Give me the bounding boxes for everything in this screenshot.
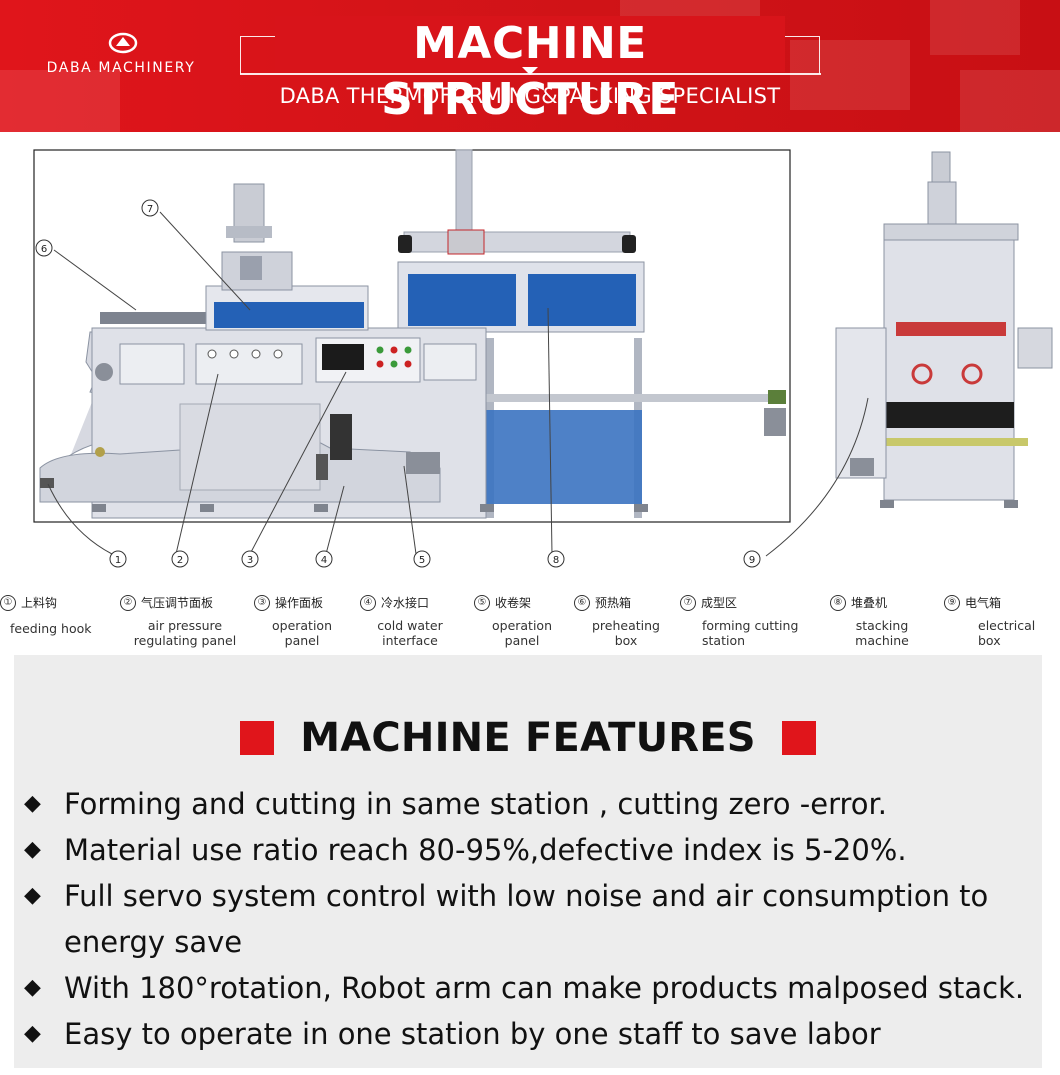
feature-text: Material use ratio reach 80-95%,defectiv… bbox=[64, 833, 907, 867]
legend-label-en: regulating panel bbox=[133, 633, 237, 648]
legend-number: ⑧ bbox=[830, 594, 846, 611]
features-heading: MACHINE FEATURES bbox=[14, 713, 1042, 763]
banner-decor-tile bbox=[0, 70, 120, 132]
legend-number: ⑦ bbox=[680, 594, 696, 611]
callout-5: 5 bbox=[419, 555, 425, 566]
diamond-bullet-icon: ◆ bbox=[24, 1021, 41, 1046]
diamond-bullet-icon: ◆ bbox=[24, 837, 41, 862]
legend-label-cn: 成型区 bbox=[701, 596, 738, 610]
side-view-machine bbox=[835, 151, 1053, 508]
features-title: MACHINE FEATURES bbox=[300, 715, 756, 761]
brand-logo: DABA MACHINERY bbox=[36, 28, 206, 84]
legend-number: ⑥ bbox=[574, 594, 590, 611]
callout-8: 8 bbox=[553, 555, 559, 566]
legend-label-en: feeding hook bbox=[10, 621, 92, 636]
legend-number: ③ bbox=[254, 594, 270, 611]
legend-label-en: box bbox=[614, 633, 638, 648]
header-banner: DABA MACHINERY MACHINE STRUCTURE DABA TH… bbox=[0, 0, 1060, 132]
machine-structure-diagram: 1 2 3 4 5 8 6 7 9 bbox=[0, 132, 1060, 592]
legend-label-cn: 堆叠机 bbox=[851, 596, 888, 610]
legend-label-en: cold water bbox=[377, 618, 443, 633]
legend-item-1: ① 上料钩 feeding hook bbox=[0, 594, 110, 636]
legend-label-cn: 气压调节面板 bbox=[141, 596, 214, 610]
logo-english-text: DABA MACHINERY bbox=[46, 60, 196, 76]
red-square-icon bbox=[781, 721, 816, 755]
feature-item: ◆ Material use ratio reach 80-95%,defect… bbox=[24, 827, 1042, 873]
legend-label-en: operation bbox=[491, 618, 553, 633]
diamond-bullet-icon: ◆ bbox=[24, 975, 41, 1000]
callout-6: 6 bbox=[41, 244, 47, 255]
feature-text: Easy to operate in one station by one st… bbox=[64, 1017, 881, 1051]
legend-label-cn: 上料钩 bbox=[21, 596, 58, 610]
legend-label-en: box bbox=[978, 633, 1001, 648]
callout-9: 9 bbox=[749, 555, 755, 566]
legend-label-en: station bbox=[702, 633, 746, 648]
feature-item: ◆ Easy to operate in one station by one … bbox=[24, 1011, 1042, 1057]
legend-number: ② bbox=[120, 594, 136, 611]
banner-decor-tile bbox=[930, 0, 1020, 55]
feature-item: ◆ Forming and cutting in same station , … bbox=[24, 781, 1042, 827]
machine-illustration: 1 2 3 4 5 8 6 7 9 bbox=[33, 149, 1053, 568]
front-view-machine bbox=[39, 149, 786, 519]
title-pointer-icon bbox=[522, 67, 538, 75]
callout-4: 4 bbox=[321, 555, 327, 566]
callout-7: 7 bbox=[147, 204, 153, 215]
banner-decor-tile bbox=[790, 40, 910, 110]
legend-label-en: preheating bbox=[592, 618, 660, 633]
callout-2: 2 bbox=[177, 555, 183, 566]
legend-label-en: panel bbox=[284, 633, 320, 648]
legend-label-en: air pressure bbox=[147, 618, 223, 633]
legend-number: ⑨ bbox=[944, 594, 960, 611]
legend-number: ① bbox=[0, 594, 16, 611]
callout-1: 1 bbox=[115, 555, 121, 566]
feature-item: ◆ With 180°rotation, Robot arm can make … bbox=[24, 965, 1042, 1011]
machine-features-panel: MACHINE FEATURES ◆ Forming and cutting i… bbox=[14, 655, 1042, 1068]
callout-3: 3 bbox=[247, 555, 253, 566]
features-list: ◆ Forming and cutting in same station , … bbox=[24, 781, 1042, 1057]
legend-label-en: operation bbox=[271, 618, 333, 633]
page-subtitle: DABA THERMOFORMING&PACKING SPECIALIST bbox=[279, 84, 781, 108]
logo-mark-icon bbox=[108, 32, 138, 54]
page-title: MACHINE STRUCTURE bbox=[275, 16, 785, 125]
diamond-bullet-icon: ◆ bbox=[24, 791, 41, 816]
legend-label-en: forming cutting bbox=[702, 618, 799, 633]
legend-label-en: machine bbox=[855, 633, 909, 648]
red-square-icon bbox=[240, 721, 275, 755]
legend-label-cn: 操作面板 bbox=[275, 596, 324, 610]
legend-label-en: electrical bbox=[978, 618, 1036, 633]
feature-text: With 180°rotation, Robot arm can make pr… bbox=[64, 971, 1025, 1005]
legend-label-cn: 电气箱 bbox=[965, 596, 1002, 610]
legend-label-en: interface bbox=[382, 633, 438, 648]
feature-item: ◆ Full servo system control with low noi… bbox=[24, 873, 1042, 965]
banner-decor-tile bbox=[960, 70, 1060, 132]
legend-label-en: stacking bbox=[855, 618, 909, 633]
legend-label-cn: 收卷架 bbox=[495, 596, 532, 610]
feature-text: Forming and cutting in same station , cu… bbox=[64, 787, 887, 821]
legend-label-cn: 冷水接口 bbox=[381, 596, 430, 610]
legend-label-cn: 预热箱 bbox=[595, 596, 632, 610]
legend-number: ④ bbox=[360, 594, 376, 611]
feature-text: Full servo system control with low noise… bbox=[64, 879, 989, 959]
legend-number: ⑤ bbox=[474, 594, 490, 611]
legend-label-en: panel bbox=[504, 633, 540, 648]
diamond-bullet-icon: ◆ bbox=[24, 883, 41, 908]
